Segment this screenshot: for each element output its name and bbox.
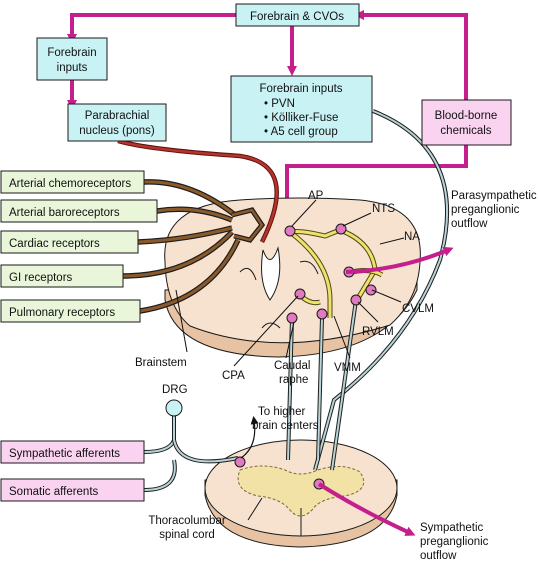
bullet-a5: • A5 cell group	[264, 126, 338, 138]
forebrain-inputs-left-line1: Forebrain	[47, 47, 96, 59]
parabrachial-fiber	[117, 138, 279, 243]
parabrachial-box: Parabrachial nucleus (pons)	[67, 103, 167, 142]
label-brain-centers: brain centers	[252, 420, 319, 432]
pulmonary-receptors-label: Pulmonary receptors	[9, 307, 115, 319]
label-vmm: VMM	[334, 362, 361, 374]
forebrain-inputs-center-box: Forebrain inputs • PVN • Kölliker-Fuse •…	[230, 75, 373, 143]
label-drg: DRG	[162, 384, 188, 396]
bullet-kolliker-fuse: • Kölliker-Fuse	[264, 112, 338, 124]
label-ap: AP	[308, 190, 324, 202]
forebrain-inputs-left-line2: inputs	[57, 62, 88, 74]
cardiac-receptors-label: Cardiac receptors	[9, 238, 100, 250]
receptor-boxes: Arterial chemoreceptors Arterial barorec…	[0, 170, 158, 323]
spinal-afferent-boxes: Sympathetic afferents Somatic afferents	[0, 440, 145, 502]
forebrain-cvos-label: Forebrain & CVOs	[250, 11, 344, 23]
ascending-arrow	[240, 416, 259, 459]
blood-borne-line2: chemicals	[440, 125, 491, 137]
forebrain-inputs-center-title: Forebrain inputs	[259, 83, 342, 95]
arterial-chemoreceptors-label: Arterial chemoreceptors	[9, 178, 131, 190]
label-sym-outflow: outflow	[420, 550, 457, 562]
forebrain-arrows	[67, 10, 468, 218]
forebrain-inputs-left-box: Forebrain inputs	[36, 37, 108, 81]
label-to-higher: To higher	[258, 406, 305, 418]
efferent-outflow-arrows	[317, 246, 454, 536]
parabrachial-line2: nucleus (pons)	[79, 125, 155, 137]
label-parasympathetic: Parasympathetic	[451, 190, 537, 202]
spinal-cord-section	[204, 439, 398, 548]
label-sympathetic: Sympathetic	[420, 522, 484, 534]
gi-receptors-label: GI receptors	[9, 272, 73, 284]
label-cpa: CPA	[222, 370, 245, 382]
label-cvlm: CVLM	[402, 303, 434, 315]
label-sym-preganglionic: preganglionic	[420, 536, 489, 548]
anatomical-labels: AP NTS NA CVLM RVLM VMM Caudal raphe CPA…	[135, 190, 537, 562]
arterial-baroreceptors-label: Arterial baroreceptors	[9, 207, 120, 219]
label-rvlm: RVLM	[362, 326, 394, 338]
label-na: NA	[404, 231, 420, 243]
somatic-afferents-label: Somatic afferents	[9, 486, 99, 498]
label-brainstem: Brainstem	[135, 357, 187, 369]
label-thoracolumbar: Thoracolumbar	[148, 515, 226, 527]
visceral-afferent-fibers	[122, 179, 266, 314]
sympathetic-afferents-label: Sympathetic afferents	[9, 448, 120, 460]
label-spinal-cord: spinal cord	[159, 529, 215, 541]
forebrain-cvos-box: Forebrain & CVOs	[235, 3, 360, 27]
parabrachial-line1: Parabrachial	[85, 110, 150, 122]
label-parasym-outflow: outflow	[451, 218, 488, 230]
leader-lines	[175, 199, 405, 521]
blood-borne-line1: Blood-borne	[435, 110, 498, 122]
neuron-somata	[165, 223, 377, 490]
label-nts: NTS	[372, 203, 395, 215]
label-caudal: Caudal	[274, 360, 310, 372]
label-raphe: raphe	[279, 374, 308, 386]
label-parasym-preganglionic: preganglionic	[451, 204, 520, 216]
bullet-pvn: • PVN	[264, 98, 295, 110]
descending-fibers	[143, 109, 449, 492]
blood-borne-box: Blood-borne chemicals	[421, 99, 512, 146]
